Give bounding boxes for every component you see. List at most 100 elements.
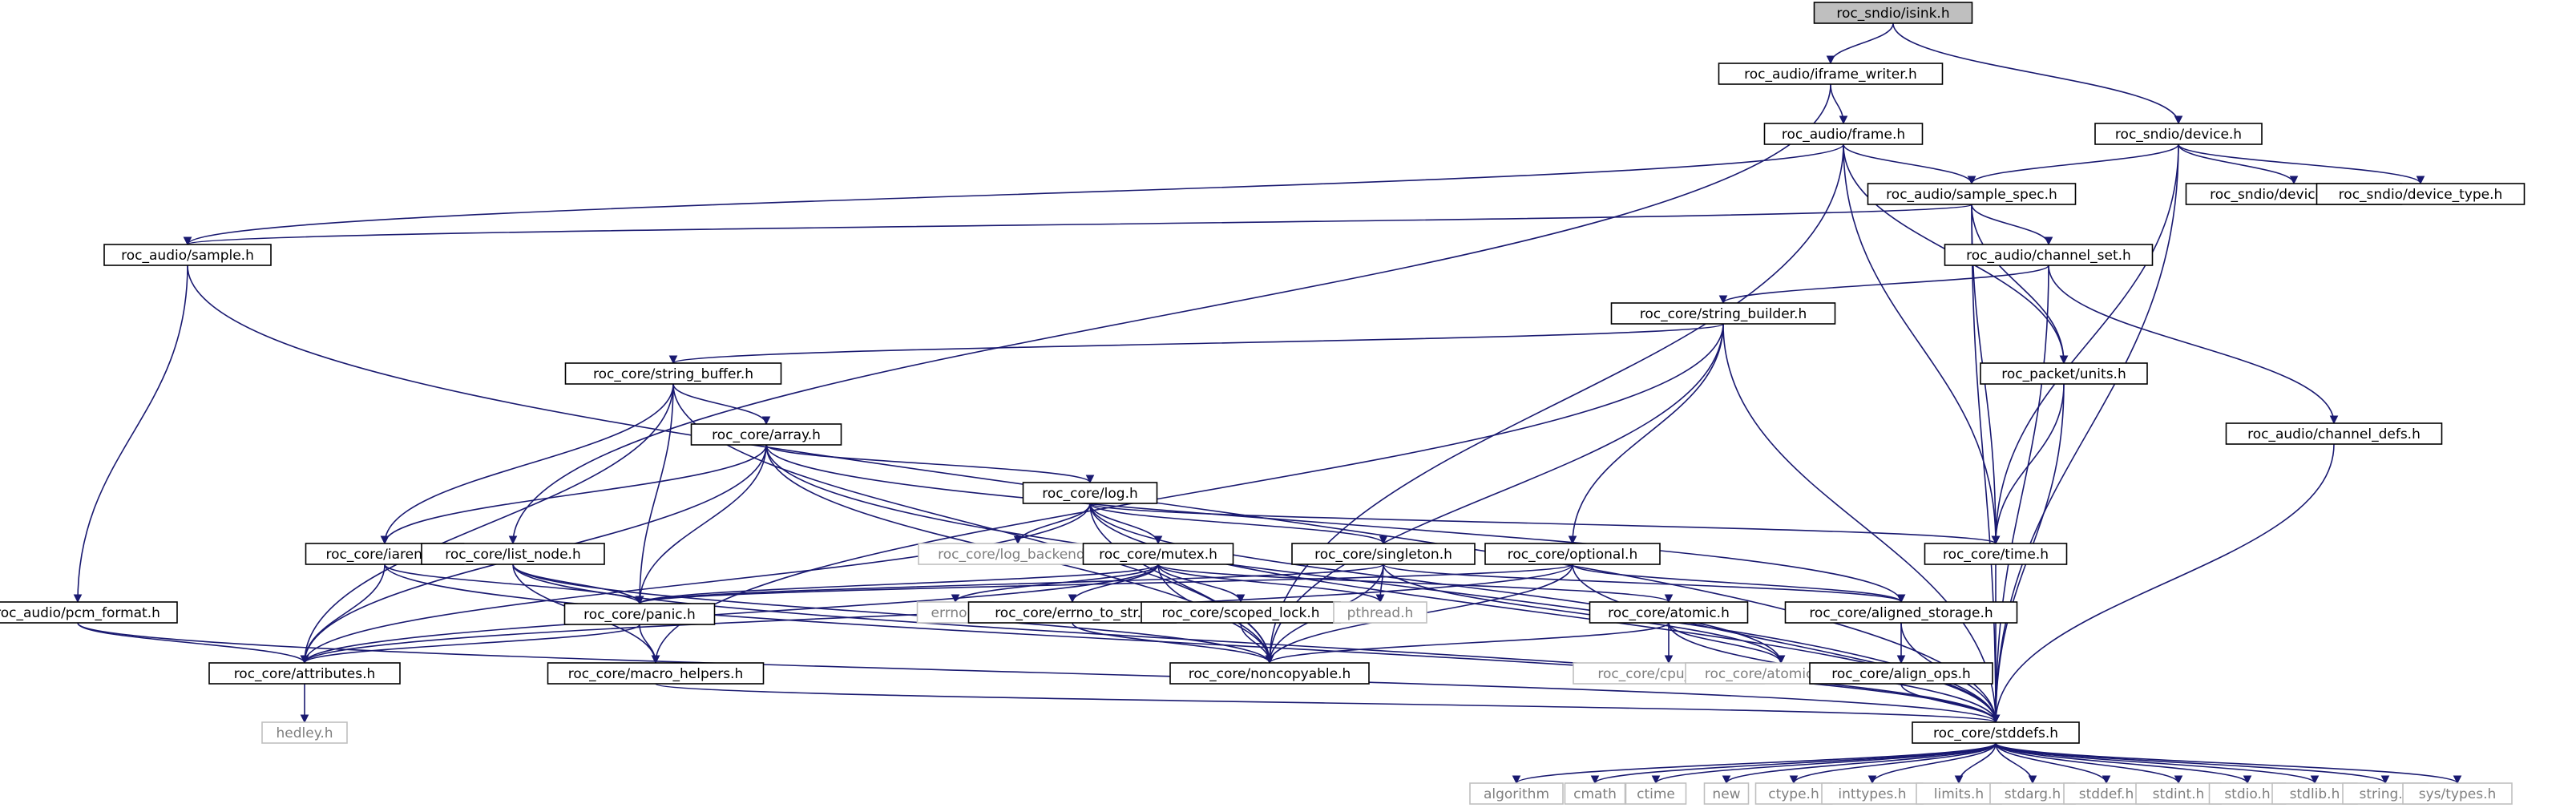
edge-arrowhead	[1590, 775, 1600, 785]
node-atomic[interactable]: roc_core/atomic.h	[1589, 601, 1749, 624]
node-box	[690, 423, 842, 446]
edge-singleton-to-aligned_storage	[1383, 564, 1902, 603]
edge-arrowhead	[1722, 775, 1731, 785]
node-box	[2225, 422, 2443, 445]
node-label: stdint.h	[2153, 786, 2205, 802]
node-label: roc_core/aligned_storage.h	[1809, 605, 1993, 621]
node-label: roc_core/align_ops.h	[1831, 666, 1971, 682]
edge-sample_spec-to-stddefs	[1971, 204, 1997, 723]
node-box	[1980, 362, 2148, 385]
node-string-builder[interactable]: roc_core/string_builder.h	[1610, 302, 1836, 325]
edge-arrowhead	[508, 535, 518, 545]
node-label: stdio.h	[2224, 786, 2270, 802]
node-box	[564, 362, 782, 385]
edge-frame-to-time	[1843, 143, 1997, 544]
edge-isink-to-iframe_writer	[1830, 22, 1894, 64]
edge-arrowhead	[2028, 775, 2037, 785]
edge-device-to-device_state	[2178, 143, 2295, 184]
node-scoped-lock[interactable]: roc_core/scoped_lock.h	[1141, 601, 1341, 624]
node-string-buffer[interactable]: roc_core/string_buffer.h	[564, 362, 782, 385]
node-channel-defs[interactable]: roc_audio/channel_defs.h	[2225, 422, 2443, 445]
edge-frame-to-sample	[187, 143, 1844, 245]
node-units[interactable]: roc_packet/units.h	[1980, 362, 2148, 385]
node-inttypes: inttypes.h	[1821, 782, 1924, 805]
node-label: stdarg.h	[2005, 786, 2061, 802]
node-time[interactable]: roc_core/time.h	[1924, 543, 2068, 565]
edge-array-to-panic	[639, 444, 767, 604]
edge-list_node-to-panic	[512, 564, 640, 604]
edge-arrowhead	[2310, 775, 2320, 785]
node-list-node[interactable]: roc_core/list_node.h	[421, 543, 605, 565]
edge-atomic-to-noncopyable	[1269, 622, 1670, 664]
node-array[interactable]: roc_core/array.h	[690, 423, 842, 446]
node-box	[1821, 782, 1924, 805]
edge-string_builder-to-optional	[1572, 323, 1724, 544]
edge-align_ops-to-stddefs	[1900, 683, 1997, 723]
edge-arrowhead	[1991, 535, 2001, 545]
edge-log-to-noncopyable	[1089, 503, 1270, 664]
edge-mutex-to-attributes	[304, 564, 1159, 664]
edge-optional-to-aligned_storage	[1572, 564, 1902, 603]
edge-arrowhead	[2174, 775, 2183, 785]
node-box	[2094, 123, 2263, 145]
node-stdarg: stdarg.h	[1989, 782, 2076, 805]
node-iframe-writer[interactable]: roc_audio/iframe_writer.h	[1718, 63, 1944, 85]
node-macro-helpers[interactable]: roc_core/macro_helpers.h	[547, 662, 765, 685]
node-aligned-storage[interactable]: roc_core/aligned_storage.h	[1784, 601, 2018, 624]
edge-arrowhead	[2059, 355, 2069, 365]
node-device[interactable]: roc_sndio/device.h	[2094, 123, 2263, 145]
node-box	[1809, 662, 1993, 685]
node-panic[interactable]: roc_core/panic.h	[563, 603, 716, 625]
edge-stddefs-to-systypes	[1995, 742, 2458, 784]
edge-arrowhead	[1236, 594, 1246, 604]
node-pcm-format[interactable]: roc_audio/pcm_format.h	[0, 601, 178, 624]
node-sample[interactable]: roc_audio/sample.h	[103, 244, 272, 266]
node-mutex[interactable]: roc_core/mutex.h	[1082, 543, 1234, 565]
node-label: roc_core/string_builder.h	[1640, 306, 1807, 322]
node-log[interactable]: roc_core/log.h	[1022, 482, 1158, 504]
node-label: roc_core/singleton.h	[1314, 547, 1452, 563]
edge-arrowhead	[1379, 535, 1388, 545]
node-singleton[interactable]: roc_core/singleton.h	[1291, 543, 1476, 565]
node-box	[1703, 782, 1750, 805]
node-box	[1625, 782, 1687, 805]
edge-sample_spec-to-channel_set	[1971, 204, 2049, 245]
node-label: roc_core/iarena.h	[326, 547, 444, 563]
node-box	[2135, 782, 2222, 805]
edge-mutex-to-panic	[639, 564, 1159, 604]
edge-arrowhead	[1867, 775, 1877, 785]
node-box	[1813, 2, 1973, 24]
node-label: ctype.h	[1768, 786, 1819, 802]
edge-channel_defs-to-stddefs	[1995, 443, 2335, 723]
edge-arrowhead	[1839, 115, 1848, 125]
node-isink[interactable]: roc_sndio/isink.h	[1813, 2, 1973, 24]
edge-stddefs-to-ctype	[1793, 742, 1997, 784]
edge-arrowhead	[2416, 176, 2425, 185]
node-channel-set[interactable]: roc_audio/channel_set.h	[1944, 244, 2154, 266]
node-box	[421, 543, 605, 565]
node-iarena[interactable]: roc_core/iarena.h	[305, 543, 465, 565]
node-label: roc_audio/channel_set.h	[1966, 248, 2131, 264]
node-optional[interactable]: roc_core/optional.h	[1484, 543, 1661, 565]
node-label: inttypes.h	[1838, 786, 1906, 802]
node-sample-spec[interactable]: roc_audio/sample_spec.h	[1867, 183, 2077, 205]
edge-arrowhead	[1651, 775, 1661, 785]
node-algorithm: algorithm	[1469, 782, 1564, 805]
node-stddefs[interactable]: roc_core/stddefs.h	[1912, 721, 2080, 744]
node-device-type[interactable]: roc_sndio/device_type.h	[2316, 183, 2526, 205]
node-attributes[interactable]: roc_core/attributes.h	[208, 662, 401, 685]
node-noncopyable[interactable]: roc_core/noncopyable.h	[1169, 662, 1370, 685]
edge-arrowhead	[300, 655, 309, 665]
node-frame[interactable]: roc_audio/frame.h	[1763, 123, 1924, 145]
node-ctime: ctime	[1625, 782, 1687, 805]
edge-arrowhead	[1991, 714, 2001, 724]
edge-array-to-aligned_storage	[765, 444, 1902, 603]
node-box	[2316, 183, 2526, 205]
edge-pcm_format-to-attributes	[77, 622, 305, 664]
edge-channel_set-to-string_builder	[1722, 265, 2049, 304]
edge-stddefs-to-algorithm	[1516, 742, 1997, 784]
node-label: roc_core/macro_helpers.h	[568, 666, 744, 682]
node-align-ops[interactable]: roc_core/align_ops.h	[1809, 662, 1993, 685]
edge-units-to-time	[1995, 383, 2065, 544]
